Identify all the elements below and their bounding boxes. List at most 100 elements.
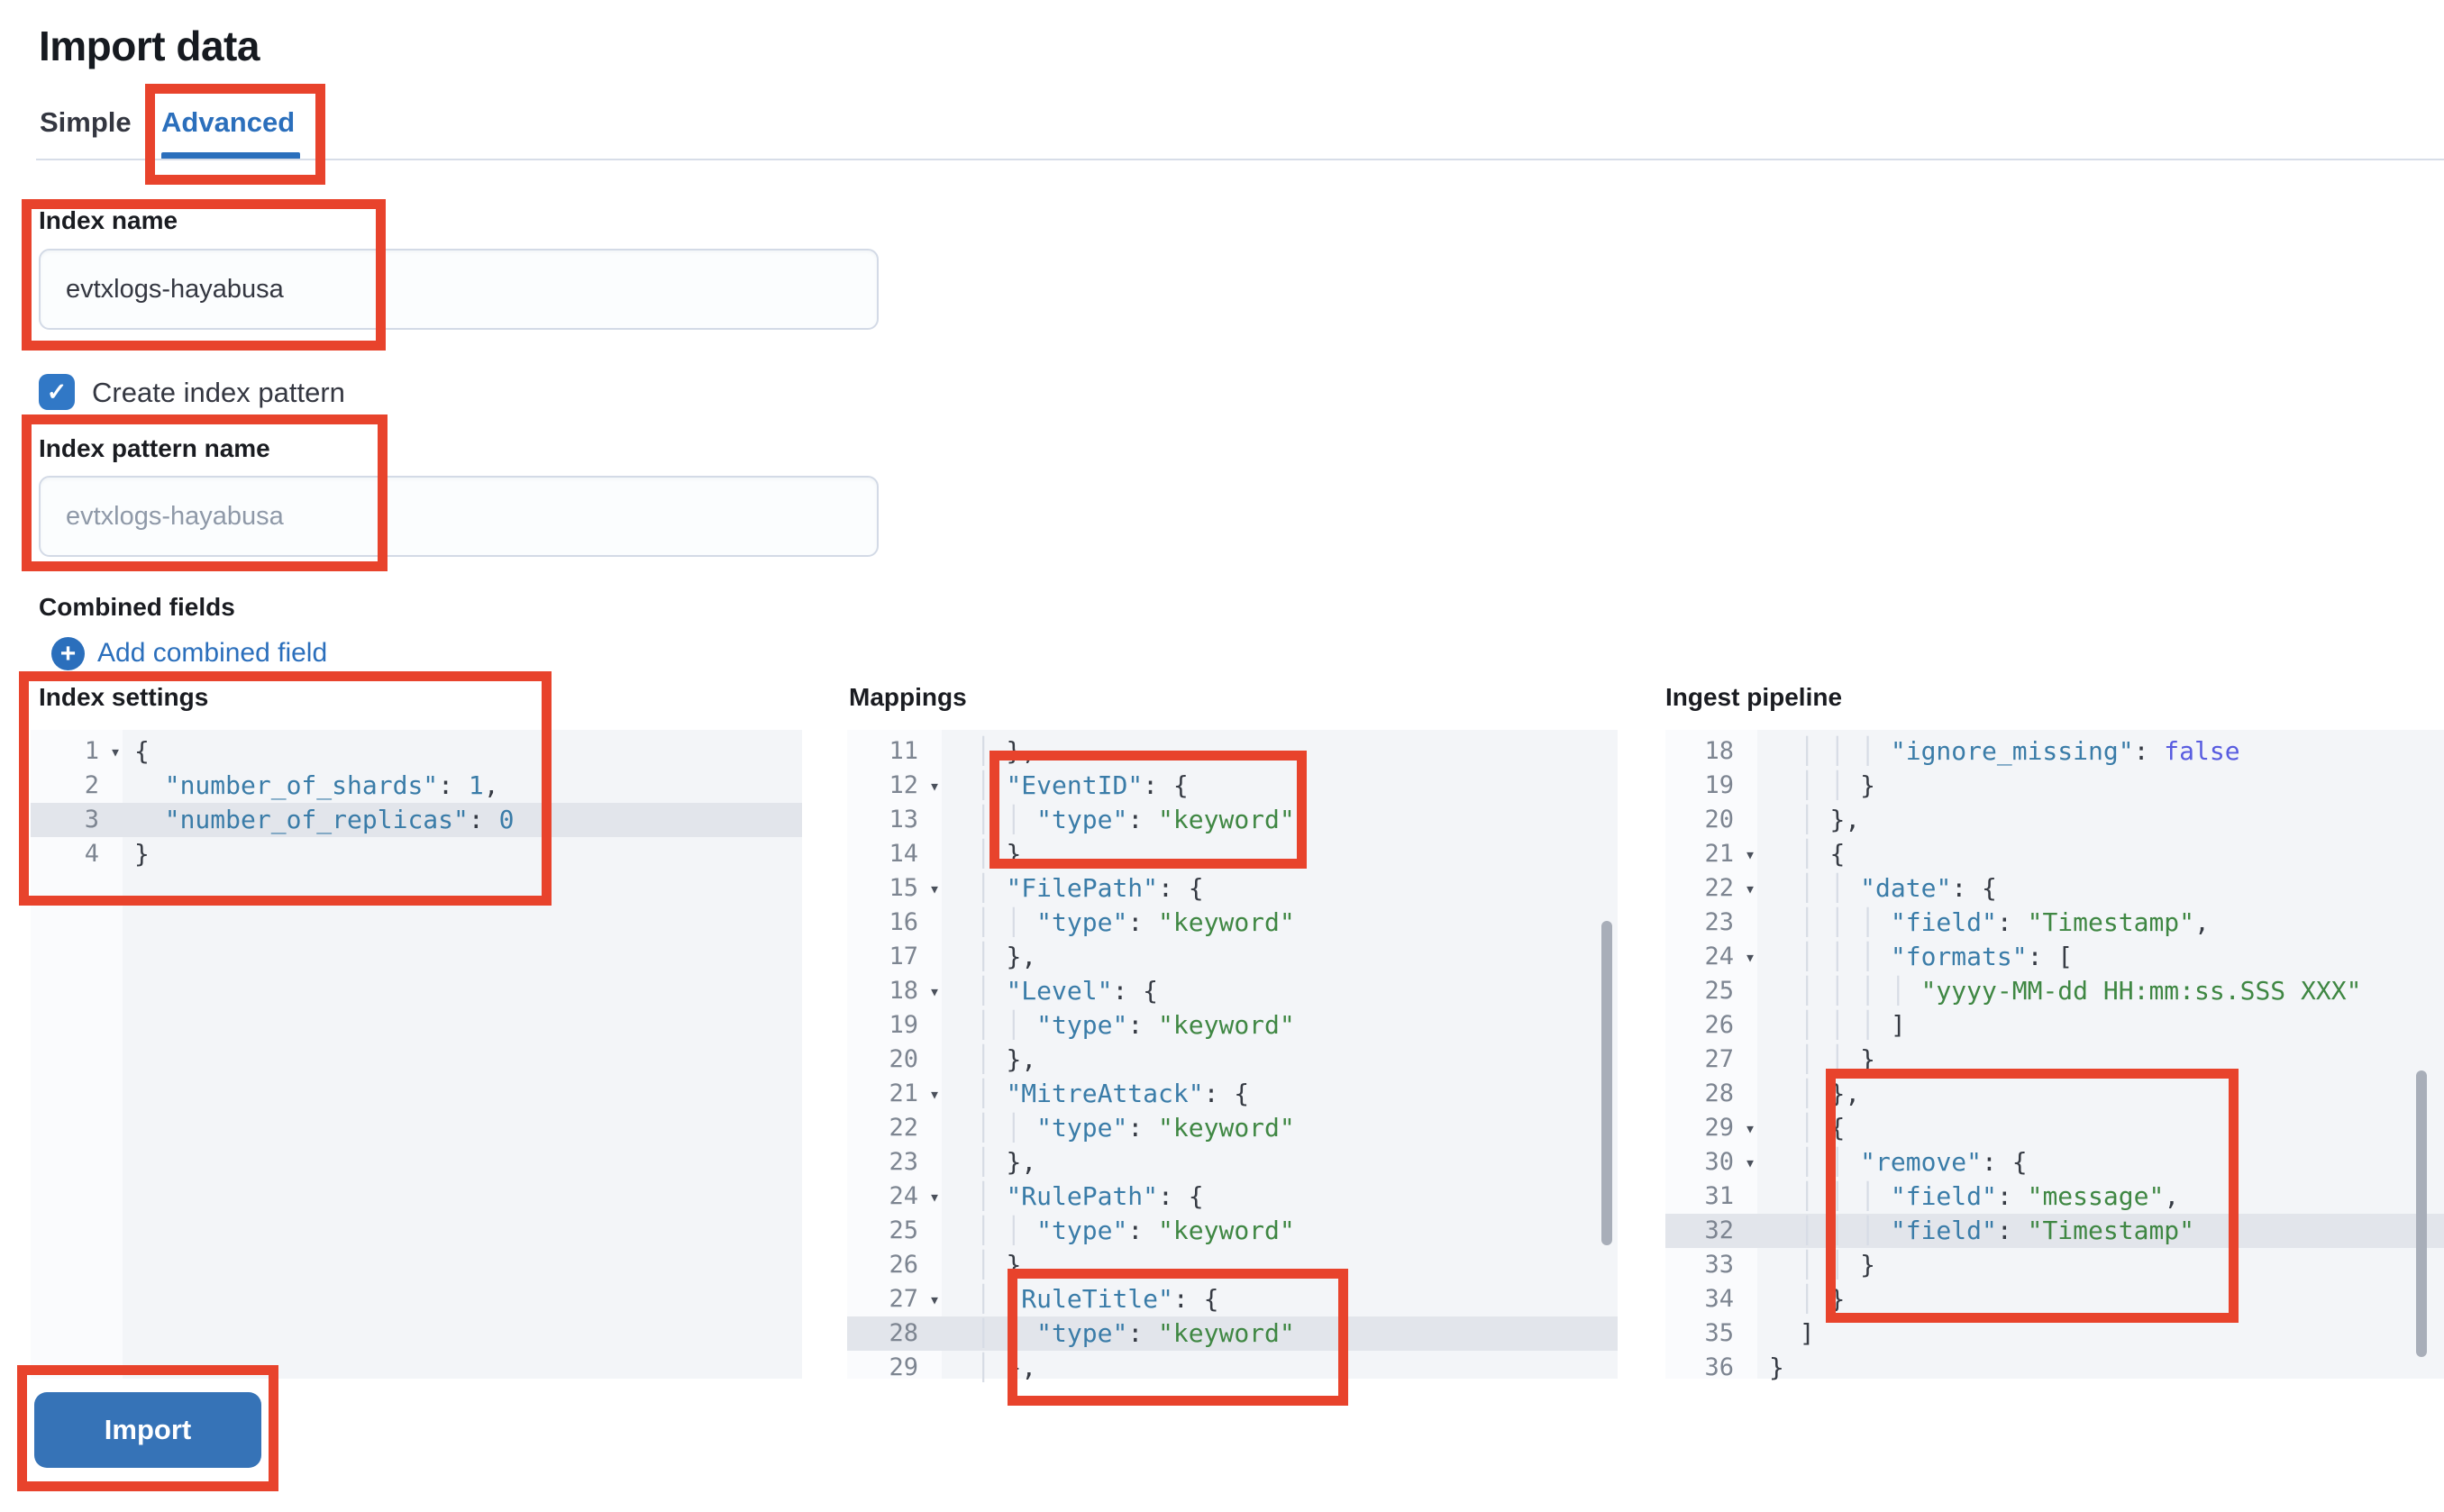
fold-arrow-icon[interactable]: ▾: [1744, 878, 1755, 899]
code-text: "number_of_shards": 1,: [164, 770, 499, 800]
code-line[interactable]: 25 │ │ │ │ "yyyy-MM-dd HH:mm:ss.SSS XXX": [1665, 974, 2444, 1008]
code-text: │ "FilePath": {: [945, 873, 1204, 903]
code-line[interactable]: 35 ]: [1665, 1316, 2444, 1351]
ingest-scrollbar[interactable]: [2416, 1070, 2427, 1357]
line-number: 24▾: [1665, 940, 1757, 974]
code-line[interactable]: 12▾ │ "EventID": {: [847, 769, 1618, 803]
code-line[interactable]: 18▾ │ "Level": {: [847, 974, 1618, 1008]
code-line[interactable]: 25 │ │ "type": "keyword": [847, 1214, 1618, 1248]
create-index-pattern-checkbox[interactable]: ✓: [39, 374, 75, 410]
code-line-active[interactable]: 32 │ │ │ "field": "Timestamp": [1665, 1214, 2444, 1248]
index-name-input[interactable]: [39, 249, 879, 330]
code-text: │ "RuleTitle": {: [945, 1284, 1219, 1314]
line-number: 4: [84, 840, 99, 868]
code-line[interactable]: 29▾ │ {: [1665, 1111, 2444, 1145]
code-line[interactable]: 16 │ │ "type": "keyword": [847, 906, 1618, 940]
code-text: │ {: [1769, 1113, 1846, 1143]
code-text: │ │ │ "field": "message",: [1769, 1181, 2180, 1211]
tabs-divider: [36, 159, 2444, 160]
line-number: 29▾: [1665, 1111, 1757, 1145]
plus-in-circle-icon[interactable]: +: [51, 637, 85, 670]
editor-gutter: [31, 730, 123, 1379]
tab-advanced[interactable]: Advanced: [161, 106, 296, 138]
code-line[interactable]: 19 │ │ }: [1665, 769, 2444, 803]
fold-arrow-icon[interactable]: ▾: [928, 1289, 940, 1310]
code-line[interactable]: 36}: [1665, 1351, 2444, 1385]
code-line[interactable]: 15▾ │ "FilePath": {: [847, 871, 1618, 906]
fold-arrow-icon[interactable]: ▾: [928, 878, 940, 899]
create-index-pattern-label[interactable]: Create index pattern: [92, 377, 345, 408]
code-line[interactable]: 4}: [31, 837, 802, 871]
code-line[interactable]: 31 │ │ │ "field": "message",: [1665, 1180, 2444, 1214]
line-number: 32: [1704, 1216, 1734, 1244]
line-number: 2: [84, 771, 99, 799]
code-line[interactable]: 2 "number_of_shards": 1,: [31, 769, 802, 803]
code-text: │ │ "type": "keyword": [945, 805, 1295, 834]
code-line[interactable]: 26 │ │ │ ]: [1665, 1008, 2444, 1043]
code-line[interactable]: 14 │ },: [847, 837, 1618, 871]
mappings-editor[interactable]: 11 │ },12▾ │ "EventID": {13 │ │ "type": …: [847, 730, 1618, 1382]
code-line[interactable]: 30▾ │ │ "remove": {: [1665, 1145, 2444, 1180]
code-line[interactable]: 22 │ │ "type": "keyword": [847, 1111, 1618, 1145]
code-line[interactable]: 1▾{: [31, 734, 802, 769]
line-number: 13: [889, 806, 918, 833]
code-line[interactable]: 23 │ },: [847, 1145, 1618, 1180]
fold-arrow-icon[interactable]: ▾: [928, 1083, 940, 1105]
fold-arrow-icon[interactable]: ▾: [109, 741, 121, 762]
code-line[interactable]: 26 │ },: [847, 1248, 1618, 1282]
line-number: 27: [1704, 1045, 1734, 1073]
code-line[interactable]: 21▾ │ {: [1665, 837, 2444, 871]
code-line[interactable]: 34 │ }: [1665, 1282, 2444, 1316]
code-line[interactable]: 29 │ },: [847, 1351, 1618, 1385]
combined-fields-label: Combined fields: [39, 593, 235, 621]
fold-arrow-icon[interactable]: ▾: [1744, 1152, 1755, 1173]
code-line[interactable]: 20 │ },: [1665, 803, 2444, 837]
line-number: 28: [1704, 1079, 1734, 1107]
code-text: {: [134, 736, 150, 766]
mappings-scrollbar[interactable]: [1601, 921, 1612, 1245]
line-number: 26: [1704, 1011, 1734, 1039]
line-number: 16: [889, 908, 918, 936]
code-line-active[interactable]: 28 │ │ "type": "keyword": [847, 1316, 1618, 1351]
code-line[interactable]: 27 │ │ }: [1665, 1043, 2444, 1077]
line-number: 15▾: [847, 871, 942, 906]
code-line[interactable]: 13 │ │ "type": "keyword": [847, 803, 1618, 837]
code-line[interactable]: 18 │ │ │ "ignore_missing": false: [1665, 734, 2444, 769]
code-line[interactable]: 19 │ │ "type": "keyword": [847, 1008, 1618, 1043]
fold-arrow-icon[interactable]: ▾: [928, 775, 940, 797]
code-line[interactable]: 21▾ │ "MitreAttack": {: [847, 1077, 1618, 1111]
code-line[interactable]: 24▾ │ "RulePath": {: [847, 1180, 1618, 1214]
fold-arrow-icon[interactable]: ▾: [928, 980, 940, 1002]
code-text: │ "RulePath": {: [945, 1181, 1204, 1211]
tab-simple[interactable]: Simple: [40, 106, 132, 138]
code-line[interactable]: 33 │ │ }: [1665, 1248, 2444, 1282]
mappings-label: Mappings: [849, 683, 967, 711]
code-line[interactable]: 22▾ │ │ "date": {: [1665, 871, 2444, 906]
code-line-active[interactable]: 3 "number_of_replicas": 0: [31, 803, 802, 837]
fold-arrow-icon[interactable]: ▾: [1744, 946, 1755, 968]
code-text: │ │ │ │ "yyyy-MM-dd HH:mm:ss.SSS XXX": [1769, 976, 2362, 1006]
index-settings-editor[interactable]: 1▾{2 "number_of_shards": 1,3 "number_of_…: [31, 730, 802, 1379]
code-line[interactable]: 23 │ │ │ "field": "Timestamp",: [1665, 906, 2444, 940]
code-text: │ │ "type": "keyword": [945, 1318, 1295, 1348]
code-text: │ │ │ "field": "Timestamp": [1769, 1216, 2195, 1245]
code-text: │ },: [945, 1353, 1037, 1382]
code-line[interactable]: 24▾ │ │ │ "formats": [: [1665, 940, 2444, 974]
line-number: 36: [1704, 1353, 1734, 1381]
editor-gutter: [1665, 730, 1757, 1379]
fold-arrow-icon[interactable]: ▾: [1744, 1117, 1755, 1139]
code-line[interactable]: 17 │ },: [847, 940, 1618, 974]
code-line[interactable]: 28 │ },: [1665, 1077, 2444, 1111]
code-line[interactable]: 27▾ │ "RuleTitle": {: [847, 1282, 1618, 1316]
fold-arrow-icon[interactable]: ▾: [1744, 843, 1755, 865]
line-number: 29: [889, 1353, 918, 1381]
fold-arrow-icon[interactable]: ▾: [928, 1186, 940, 1207]
code-line[interactable]: 11 │ },: [847, 734, 1618, 769]
line-number: 14: [889, 840, 918, 868]
index-pattern-name-input[interactable]: [39, 476, 879, 557]
add-combined-field-link[interactable]: Add combined field: [97, 638, 328, 668]
checkmark-icon: ✓: [46, 378, 68, 405]
code-line[interactable]: 20 │ },: [847, 1043, 1618, 1077]
import-button[interactable]: Import: [34, 1392, 261, 1468]
